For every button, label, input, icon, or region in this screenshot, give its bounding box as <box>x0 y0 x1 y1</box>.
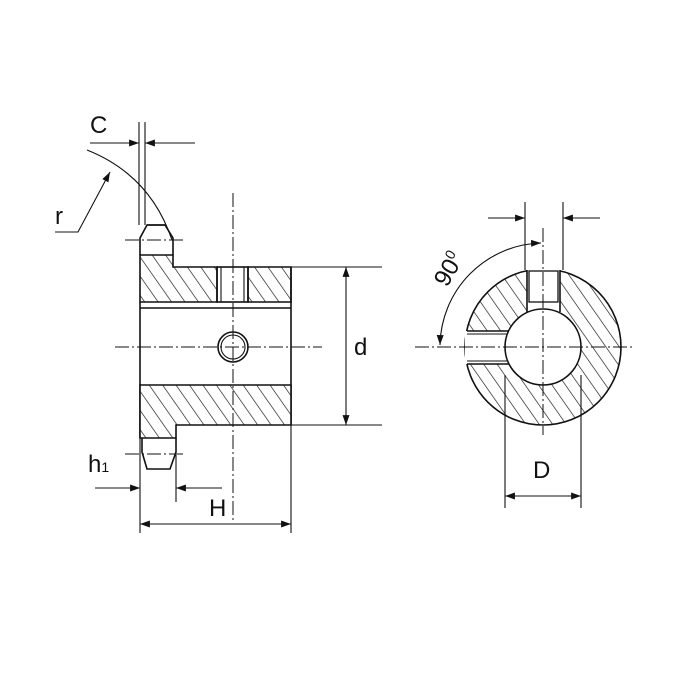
radius-arc <box>86 149 173 241</box>
lower-tooth <box>141 438 177 470</box>
lower-hatched-section <box>139 384 292 439</box>
label-r: r <box>55 203 63 230</box>
label-D: D <box>533 457 550 484</box>
angle-arc <box>436 239 542 346</box>
label-angle: 900 <box>428 247 470 291</box>
radius-leader <box>55 171 111 233</box>
upper-hub-right-section <box>247 266 292 303</box>
label-c: C <box>90 112 107 139</box>
upper-hatched-section <box>139 254 218 303</box>
label-d: d <box>354 334 367 361</box>
front-section-view: 900 D <box>415 202 635 508</box>
label-h: H <box>209 495 226 522</box>
side-section-view: C r d h1 H <box>55 112 382 533</box>
label-h1: h1 <box>88 451 109 478</box>
